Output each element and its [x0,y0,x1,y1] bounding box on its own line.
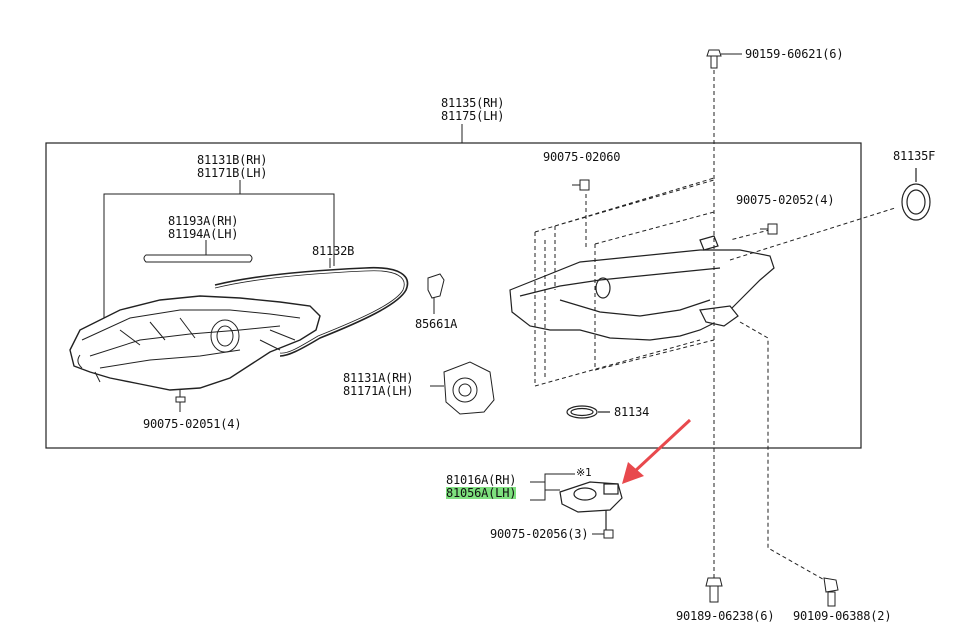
headlamp-housing [69,295,321,398]
label-strip-rh: 81193A(RH) [168,214,239,228]
trim-strip [143,240,253,263]
screw-02060-icon [572,179,590,191]
housing-bracket [103,180,335,320]
label-proj-rh: 81131A(RH) [343,371,414,385]
oring-icon [566,405,610,419]
dashed-lines [534,70,896,583]
ballast-bracket [530,473,575,501]
label-clip: 85661A [415,317,458,331]
clip-icon [427,273,445,314]
cover-icon [901,168,931,221]
label-cover: 81135F [893,149,936,163]
label-gasket: 81132B [312,244,355,258]
screw-top-icon [706,49,722,69]
label-note-mark: ※1 [576,466,592,479]
screw-02052-icon [760,223,778,235]
rear-housing [509,235,775,341]
screw-02051-icon [175,396,186,412]
projector-icon [430,361,495,415]
screw-02056-icon [592,529,614,539]
label-strip-lh: 81194A(LH) [168,227,239,241]
label-screw-top: 90159-60621(6) [745,47,844,61]
label-screw-02051: 90075-02051(4) [143,417,242,431]
label-ballast-lh: 81056A(LH) [446,486,517,500]
label-screw-02060: 90075-02060 [543,150,621,164]
label-oring: 81134 [614,405,650,419]
label-housing-lh: 81171B(LH) [197,166,268,180]
label-screw-02056: 90075-02056(3) [490,527,589,541]
label-bolt-06238: 90189-06238(6) [676,609,775,623]
label-screw-02052: 90075-02052(4) [736,193,835,207]
red-arrow-icon [622,418,692,484]
label-assy-lh: 81175(LH) [441,109,505,123]
ballast-icon [559,481,623,532]
bolt-06238-icon [705,577,723,603]
assembly-frame [45,142,862,449]
label-proj-lh: 81171A(LH) [343,384,414,398]
gasket-loop [214,266,409,357]
label-ballast-rh: 81016A(RH) [446,473,517,487]
label-bolt-06388: 90109-06388(2) [793,609,892,623]
label-housing-rh: 81131B(RH) [197,153,268,167]
label-assy-rh: 81135(RH) [441,96,505,110]
bolt-06388-icon [823,577,839,607]
